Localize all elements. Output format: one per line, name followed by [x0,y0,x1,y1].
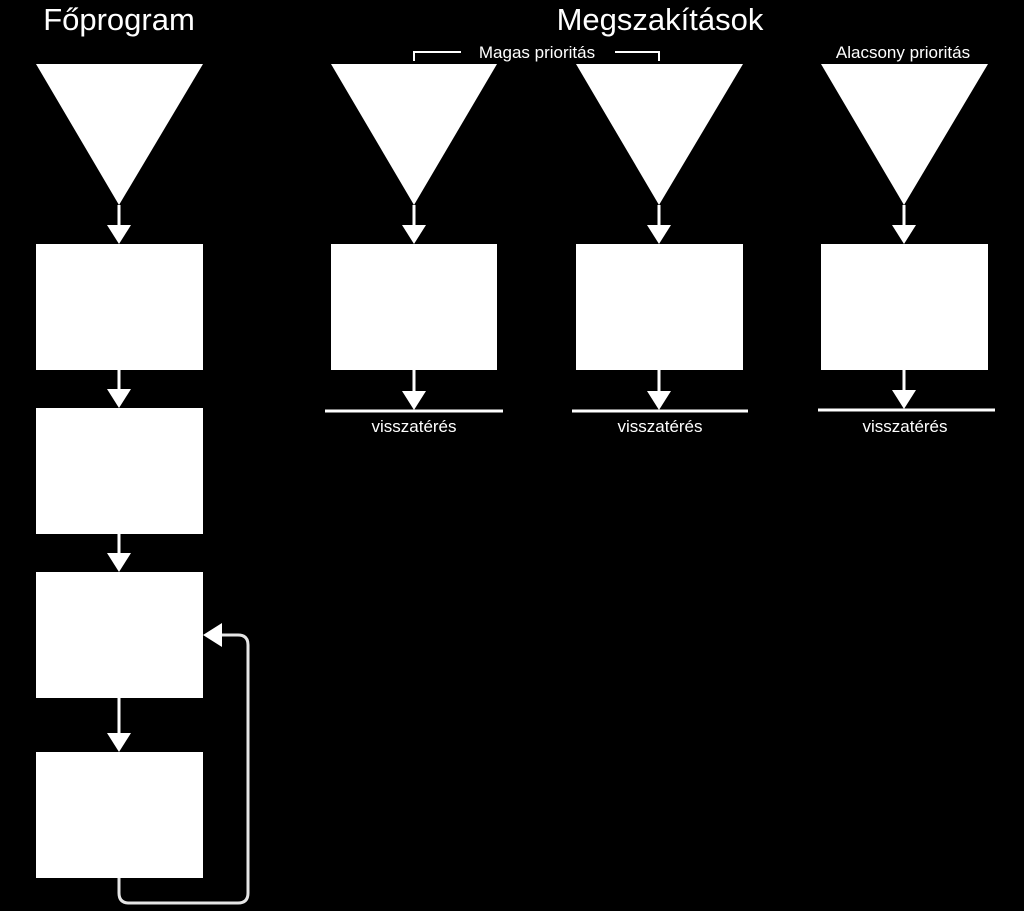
interrupt-3-arrowhead-1 [892,225,916,244]
interrupt-2-block [576,244,743,370]
interrupt-2-start-triangle [576,64,743,205]
interrupt-3-arrowhead-2 [892,390,916,409]
interrupt-1-block [331,244,497,370]
high-priority-label: Magas prioritás [479,43,595,62]
interrupt-2-return-label: visszatérés [617,417,702,436]
interrupt-1-arrowhead-2 [402,391,426,410]
interrupt-3-block [821,244,988,370]
main-arrowhead-1 [107,225,131,244]
interrupt-3-start-triangle [821,64,988,205]
interrupt-1-start-triangle [331,64,497,205]
main-arrowhead-2 [107,389,131,408]
main-arrowhead-3 [107,553,131,572]
main-arrowhead-4 [107,733,131,752]
main-program-block-2 [36,408,203,534]
interrupt-1-return-label: visszatérés [371,417,456,436]
low-priority-label: Alacsony prioritás [836,43,970,62]
main-program-block-3 [36,572,203,698]
main-loop-back-arrow [117,633,250,905]
main-loop-arrowhead [203,623,222,647]
interrupt-3-return-label: visszatérés [862,417,947,436]
interrupts-title: Megszakítások [557,2,764,37]
main-program-block-1 [36,244,203,370]
interrupt-1-arrowhead-1 [402,225,426,244]
main-program-block-4 [36,752,203,878]
interrupt-2-arrowhead-2 [647,391,671,410]
interrupt-2-arrowhead-1 [647,225,671,244]
high-priority-bracket [413,51,660,61]
main-program-start-triangle [36,64,203,205]
main-program-title: Főprogram [43,2,195,37]
